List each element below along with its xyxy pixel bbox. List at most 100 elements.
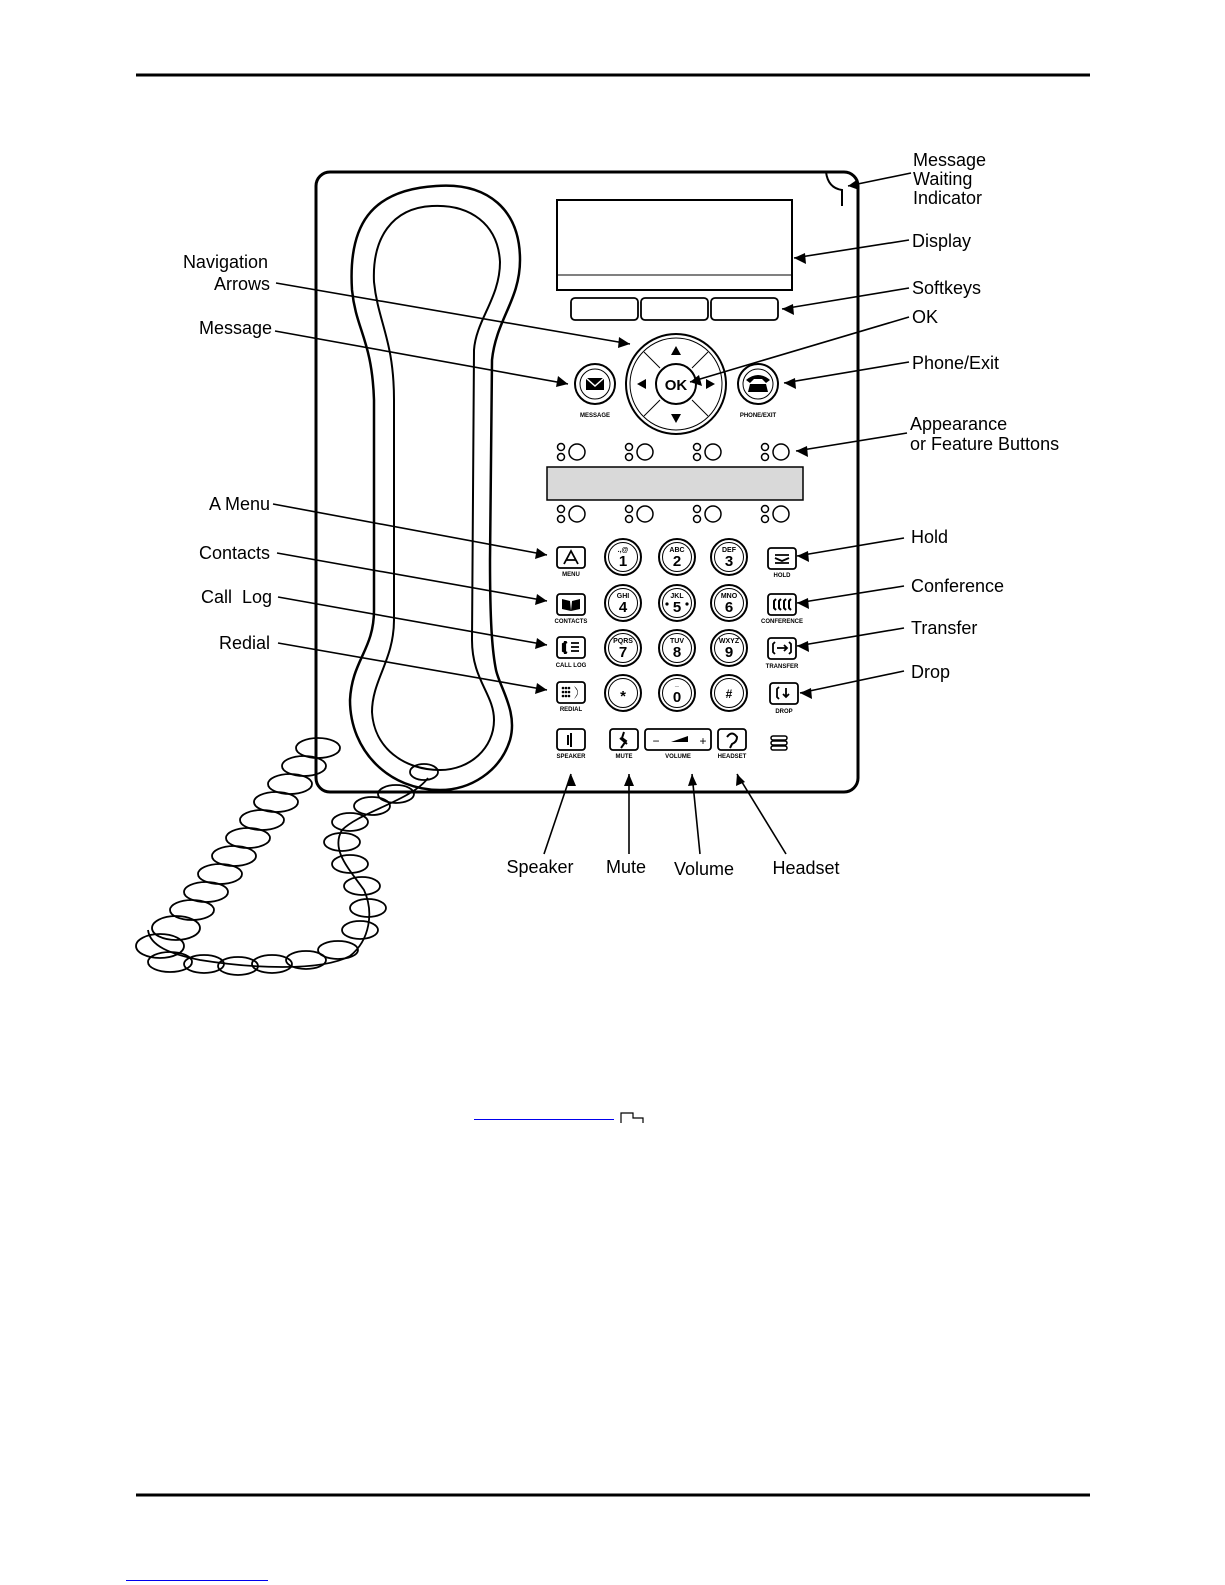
cross-reference-link[interactable] <box>474 1101 614 1120</box>
label-a-menu: A Menu <box>209 494 270 514</box>
label-display: Display <box>912 231 971 251</box>
key-star[interactable]: * <box>604 674 642 712</box>
mute-icon <box>619 731 628 749</box>
volume-up-icon[interactable]: + <box>699 734 706 748</box>
volume-control-label: VOLUME <box>665 754 691 760</box>
key-0[interactable]: _0 <box>658 674 696 712</box>
headset-button-label: HEADSET <box>718 754 747 760</box>
label-volume: Volume <box>674 859 734 879</box>
phone-exit-button[interactable]: PHONE/EXIT <box>737 363 779 419</box>
label-navigation-2: Arrows <box>214 274 270 294</box>
label-conference: Conference <box>911 576 1004 596</box>
speaker-icon <box>567 733 572 747</box>
conference-button[interactable]: CONFERENCE <box>761 593 803 625</box>
footer-link[interactable] <box>126 1566 268 1581</box>
svg-text:.,@: .,@ <box>618 547 629 554</box>
nav-right-icon[interactable] <box>706 379 715 389</box>
svg-text:4: 4 <box>619 599 628 616</box>
svg-text:5: 5 <box>673 599 681 616</box>
grille-icon <box>770 735 788 751</box>
arrowheads <box>535 179 859 786</box>
mute-button[interactable]: MUTE <box>609 728 639 760</box>
headset-button[interactable]: HEADSET <box>717 728 747 760</box>
callout-labels: Message Waiting Indicator Display Softke… <box>183 150 1059 879</box>
button-label-strip <box>546 466 804 501</box>
speaker-button[interactable]: SPEAKER <box>556 728 586 760</box>
volume-control[interactable]: − + VOLUME <box>644 728 712 760</box>
label-mute: Mute <box>606 857 646 877</box>
conference-button-label: CONFERENCE <box>761 619 803 625</box>
svg-text:TUV: TUV <box>670 638 684 645</box>
book-icon <box>562 599 580 611</box>
label-hold: Hold <box>911 527 948 547</box>
softkey-1[interactable] <box>570 297 639 321</box>
nav-down-icon[interactable] <box>671 414 681 423</box>
key-hash[interactable]: # <box>710 674 748 712</box>
display <box>556 199 793 291</box>
svg-text:1: 1 <box>619 553 627 570</box>
phone-body <box>314 170 860 794</box>
svg-text:8: 8 <box>673 644 681 661</box>
label-redial: Redial <box>219 633 270 653</box>
headset-icon <box>726 732 739 749</box>
svg-text:9: 9 <box>725 644 733 661</box>
svg-text:6: 6 <box>725 599 733 616</box>
label-headset: Headset <box>772 858 839 878</box>
appearance-buttons-bottom[interactable] <box>556 504 790 524</box>
message-button[interactable]: MESSAGE <box>574 363 616 419</box>
redial-icon <box>561 686 578 699</box>
drop-icon <box>776 686 790 700</box>
volume-down-icon[interactable]: − <box>652 734 659 748</box>
label-message-waiting-3: Indicator <box>913 188 982 208</box>
svg-text:DEF: DEF <box>722 547 737 554</box>
label-speaker: Speaker <box>506 857 573 877</box>
appearance-buttons-top[interactable] <box>556 442 790 462</box>
label-message-waiting-1: Message <box>913 150 986 170</box>
softkey-2[interactable] <box>640 297 709 321</box>
redial-button[interactable]: REDIAL <box>556 681 586 713</box>
mute-button-label: MUTE <box>616 754 633 760</box>
contacts-button[interactable]: CONTACTS <box>555 593 588 625</box>
label-drop: Drop <box>911 662 950 682</box>
nav-left-icon[interactable] <box>637 379 646 389</box>
drop-button-label: DROP <box>775 709 792 715</box>
call-log-button-label: CALL LOG <box>556 663 587 669</box>
svg-text:7: 7 <box>619 644 627 661</box>
svg-text:WXYZ: WXYZ <box>719 638 740 645</box>
nav-up-icon[interactable] <box>671 346 681 355</box>
speaker-button-label: SPEAKER <box>556 754 586 760</box>
contacts-button-label: CONTACTS <box>555 619 588 625</box>
label-appearance-2: or Feature Buttons <box>910 434 1059 454</box>
coiled-cord <box>135 737 439 976</box>
label-softkeys: Softkeys <box>912 278 981 298</box>
hold-button[interactable]: HOLD <box>767 547 797 579</box>
leader-lines <box>272 172 912 855</box>
telephone-icon <box>746 375 770 392</box>
label-appearance-1: Appearance <box>910 414 1007 434</box>
drop-button[interactable]: DROP <box>769 682 799 715</box>
navigation-cluster[interactable]: OK <box>625 333 727 435</box>
transfer-button[interactable]: TRANSFER <box>766 637 799 670</box>
a-menu-icon <box>563 549 579 565</box>
svg-text:2: 2 <box>673 553 681 570</box>
svg-text:_: _ <box>674 681 679 688</box>
message-button-label: MESSAGE <box>580 413 610 419</box>
menu-button[interactable]: MENU <box>556 546 586 578</box>
key-1[interactable]: .,@1 <box>604 538 642 576</box>
label-call-log: Call Log <box>201 587 272 607</box>
call-log-button[interactable]: CALL LOG <box>556 636 587 669</box>
softkey-3[interactable] <box>710 297 779 321</box>
ok-button-label: OK <box>665 377 688 394</box>
svg-text:GHI: GHI <box>617 593 630 600</box>
svg-text:MNO: MNO <box>721 593 738 600</box>
